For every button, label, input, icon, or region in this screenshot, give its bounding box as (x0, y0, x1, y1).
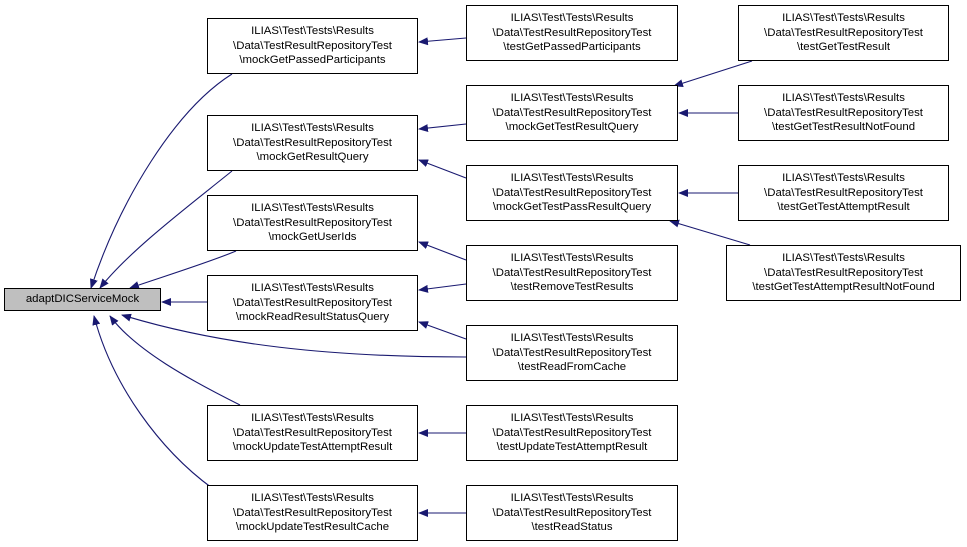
edge-test-get-test-result-to-mock-get-test-result-query (673, 60, 753, 88)
node-label-line-2: \Data\TestResultRepositoryTest (492, 266, 652, 279)
node-label-line-1: ILIAS\Test\Tests\Results (782, 172, 905, 185)
node-label-line-3: \testReadFromCache (517, 361, 627, 374)
node-label-line-3: \testGetTestAttemptResultNotFound (752, 281, 935, 294)
node-mock-get-passed-participants[interactable]: ILIAS\Test\Tests\Results \Data\TestResul… (207, 18, 418, 74)
node-label-line-2: \Data\TestResultRepositoryTest (492, 186, 652, 199)
node-test-get-passed-participants[interactable]: ILIAS\Test\Tests\Results \Data\TestResul… (466, 5, 678, 61)
node-label-line-1: ILIAS\Test\Tests\Results (510, 332, 634, 345)
node-label-line-1: ILIAS\Test\Tests\Results (510, 252, 634, 265)
edge-test-read-from-cache-to-mock-read-result-status-query (418, 321, 467, 340)
node-test-get-test-attempt-result[interactable]: ILIAS\Test\Tests\Results \Data\TestResul… (738, 165, 949, 221)
node-label-line-1: ILIAS\Test\Tests\Results (782, 252, 905, 265)
node-label-line-2: \Data\TestResultRepositoryTest (492, 106, 652, 119)
node-label-line-3: \mockGetTestPassResultQuery (492, 201, 652, 214)
node-label-line-3: \testUpdateTestAttemptResult (496, 441, 648, 454)
node-label-line-2: \Data\TestResultRepositoryTest (764, 26, 923, 39)
node-label-line-1: ILIAS\Test\Tests\Results (510, 12, 634, 25)
node-label-line-3: \mockGetTestResultQuery (505, 121, 639, 134)
node-label-line-1: ILIAS\Test\Tests\Results (251, 282, 374, 295)
node-label-line-2: \Data\TestResultRepositoryTest (492, 26, 652, 39)
node-label-line-3: \testGetTestAttemptResult (777, 201, 910, 214)
node-label-line-3: \mockReadResultStatusQuery (235, 311, 390, 324)
node-label-line-2: \Data\TestResultRepositoryTest (233, 296, 392, 309)
node-label-line-1: ILIAS\Test\Tests\Results (510, 92, 634, 105)
edge-get-user-ids-to-root (129, 250, 237, 289)
node-label-line-3: \testReadStatus (531, 521, 613, 534)
node-mock-get-user-ids[interactable]: ILIAS\Test\Tests\Results \Data\TestResul… (207, 195, 418, 251)
node-label-line-2: \Data\TestResultRepositoryTest (492, 426, 652, 439)
node-test-get-test-attempt-result-not-found[interactable]: ILIAS\Test\Tests\Results \Data\TestResul… (726, 245, 961, 301)
node-label-line-3: \mockGetPassedParticipants (239, 54, 386, 67)
node-label-line-3: \testGetTestResult (796, 41, 891, 54)
node-label-line-1: ILIAS\Test\Tests\Results (251, 202, 374, 215)
node-label-line-3: \testRemoveTestResults (510, 281, 634, 294)
node-label: adaptDICServiceMock (25, 293, 140, 306)
edge-update-test-result-cache-to-root (92, 315, 213, 489)
node-label-line-3: \mockGetResultQuery (256, 151, 369, 164)
edge-test-remove-test-results-to-mock-get-user-ids (418, 241, 467, 261)
edge-get-passed-participants-to-root (90, 73, 233, 289)
node-label-line-2: \Data\TestResultRepositoryTest (233, 506, 392, 519)
node-label-line-3: \mockUpdateTestAttemptResult (232, 441, 393, 454)
edge-update-test-attempt-result-to-root (109, 315, 241, 406)
edge-mock-get-test-pass-result-query-to-mock-get-result-query (418, 159, 467, 179)
node-label-line-1: ILIAS\Test\Tests\Results (251, 122, 374, 135)
node-label-line-2: \Data\TestResultRepositoryTest (492, 506, 652, 519)
node-label-line-3: \testGetTestResultNotFound (771, 121, 916, 134)
node-label-line-2: \Data\TestResultRepositoryTest (492, 346, 652, 359)
node-test-read-from-cache[interactable]: ILIAS\Test\Tests\Results \Data\TestResul… (466, 325, 678, 381)
node-label-line-2: \Data\TestResultRepositoryTest (764, 266, 923, 279)
node-label-line-1: ILIAS\Test\Tests\Results (251, 492, 374, 505)
edge-get-result-query-to-root (99, 170, 233, 289)
node-label-line-2: \Data\TestResultRepositoryTest (764, 186, 923, 199)
node-label-line-2: \Data\TestResultRepositoryTest (233, 136, 392, 149)
node-label-line-1: ILIAS\Test\Tests\Results (251, 25, 374, 38)
node-mock-get-test-result-query[interactable]: ILIAS\Test\Tests\Results \Data\TestResul… (466, 85, 678, 141)
node-label-line-2: \Data\TestResultRepositoryTest (764, 106, 923, 119)
node-label-line-2: \Data\TestResultRepositoryTest (233, 216, 392, 229)
node-mock-get-result-query[interactable]: ILIAS\Test\Tests\Results \Data\TestResul… (207, 115, 418, 171)
edge-read-from-cache-to-root (121, 313, 467, 358)
node-label-line-1: ILIAS\Test\Tests\Results (251, 412, 374, 425)
edge-test-get-test-attempt-result-not-found-to-mock-get-test-pass-result-query (669, 219, 751, 246)
node-test-get-test-result-not-found[interactable]: ILIAS\Test\Tests\Results \Data\TestResul… (738, 85, 949, 141)
node-label-line-3: \mockUpdateTestResultCache (235, 521, 390, 534)
node-test-read-status[interactable]: ILIAS\Test\Tests\Results \Data\TestResul… (466, 485, 678, 541)
edge-mock-get-test-result-query-to-mock-get-result-query (418, 123, 467, 133)
node-mock-update-test-result-cache[interactable]: ILIAS\Test\Tests\Results \Data\TestResul… (207, 485, 418, 541)
node-label-line-1: ILIAS\Test\Tests\Results (782, 92, 905, 105)
node-label-line-1: ILIAS\Test\Tests\Results (510, 172, 634, 185)
node-label-line-3: \testGetPassedParticipants (503, 41, 641, 54)
node-label-line-1: ILIAS\Test\Tests\Results (510, 412, 634, 425)
node-test-update-test-attempt-result[interactable]: ILIAS\Test\Tests\Results \Data\TestResul… (466, 405, 678, 461)
node-label-line-1: ILIAS\Test\Tests\Results (510, 492, 634, 505)
node-mock-get-test-pass-result-query[interactable]: ILIAS\Test\Tests\Results \Data\TestResul… (466, 165, 678, 221)
node-label-line-2: \Data\TestResultRepositoryTest (233, 39, 392, 52)
edge-test-get-passed-participants-to-mock (418, 37, 467, 46)
node-test-remove-test-results[interactable]: ILIAS\Test\Tests\Results \Data\TestResul… (466, 245, 678, 301)
node-test-get-test-result[interactable]: ILIAS\Test\Tests\Results \Data\TestResul… (738, 5, 949, 61)
node-label-line-2: \Data\TestResultRepositoryTest (233, 426, 392, 439)
node-label-line-1: ILIAS\Test\Tests\Results (782, 12, 905, 25)
node-mock-read-result-status-query[interactable]: ILIAS\Test\Tests\Results \Data\TestResul… (207, 275, 418, 331)
node-adapt-dic-service-mock[interactable]: adaptDICServiceMock (4, 288, 161, 311)
edge-test-remove-test-results-to-mock-read-result-status-query (418, 283, 467, 293)
node-mock-update-test-attempt-result[interactable]: ILIAS\Test\Tests\Results \Data\TestResul… (207, 405, 418, 461)
node-label-line-3: \mockGetUserIds (268, 231, 357, 244)
